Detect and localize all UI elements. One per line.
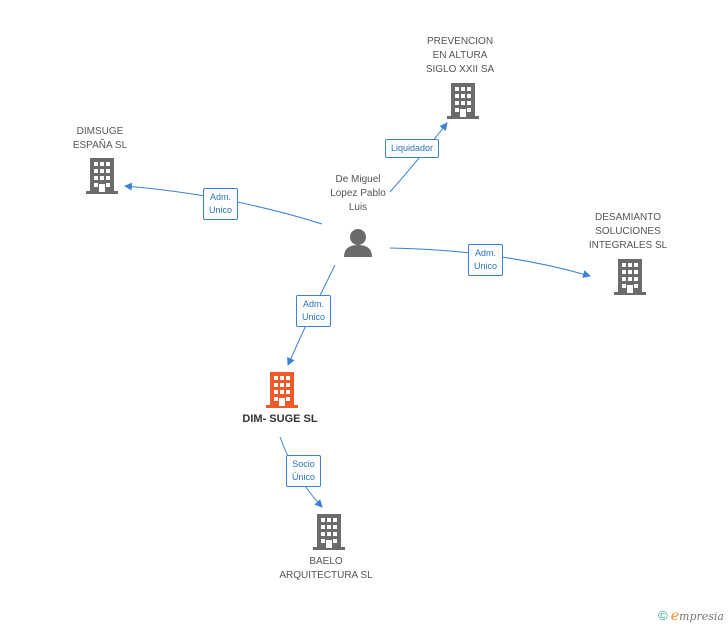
- company-label-baelo[interactable]: BAELO ARQUITECTURA SL: [279, 556, 373, 581]
- empresia-logo: empresia: [670, 608, 724, 624]
- copyright-icon: ©: [658, 608, 668, 623]
- edge-label-adm-dim-suge: Adm. Unico: [296, 295, 332, 327]
- person-icon[interactable]: [344, 229, 372, 257]
- building-icon-dimsuge-espana[interactable]: [86, 158, 118, 194]
- company-label-prevencion[interactable]: PREVENCION EN ALTURA SIGLO XXII SA: [425, 36, 495, 75]
- building-icon-baelo[interactable]: [313, 514, 345, 550]
- building-icon-desamianto[interactable]: [614, 259, 646, 295]
- company-label-dimsuge-espana[interactable]: DIMSUGE ESPAÑA SL: [72, 126, 128, 151]
- footer-brand: © empresia: [658, 608, 724, 624]
- building-icon-dim-suge[interactable]: [266, 372, 298, 408]
- company-label-desamianto[interactable]: DESAMIANTO SOLUCIONES INTEGRALES SL: [588, 212, 668, 251]
- person-label[interactable]: De Miguel Lopez Pablo Luis: [330, 174, 386, 213]
- edge-label-adm-desamianto: Adm. Unico: [468, 244, 504, 276]
- company-label-dim-suge[interactable]: DIM- SUGE SL: [242, 413, 318, 425]
- edge-label-adm-dimsuge-espana: Adm. Unico: [203, 188, 239, 220]
- edge-label-liquidador: Liquidador: [385, 139, 440, 158]
- edge-label-socio-unico: Socio Único: [286, 455, 322, 487]
- building-icon-prevencion[interactable]: [447, 83, 479, 119]
